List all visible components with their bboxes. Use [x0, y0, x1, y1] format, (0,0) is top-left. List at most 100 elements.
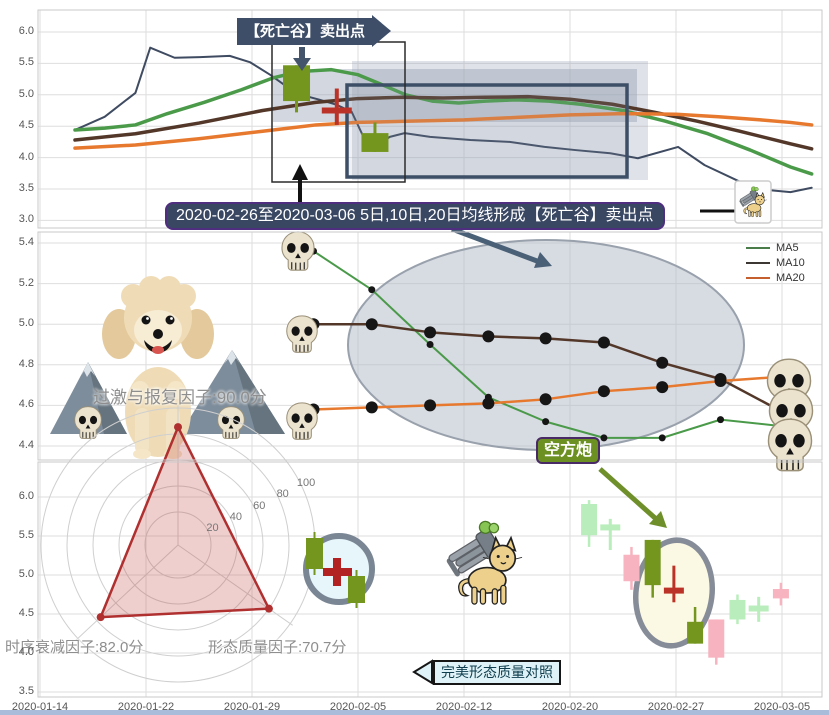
candle-body: [623, 554, 640, 582]
radar-tick: 60: [253, 499, 266, 512]
ma10-point: [597, 336, 610, 349]
y-axis-tick: 4.5: [18, 607, 34, 619]
legend-item: MA20: [746, 271, 805, 285]
ma10-point: [539, 332, 552, 345]
candle-body: [708, 619, 725, 658]
candle-body: [644, 539, 661, 586]
bear-cannon-emblem: [303, 532, 375, 608]
ma10-point: [656, 356, 669, 369]
y-axis-tick: 5.0: [18, 317, 34, 330]
y-axis-tick: 4.5: [18, 119, 34, 132]
bear-cannon-label: 空方炮: [536, 437, 601, 464]
y-axis-tick: 5.0: [18, 568, 34, 580]
ma20-point: [597, 385, 610, 398]
legend-label: MA20: [776, 272, 805, 284]
ma10-line: [73, 94, 814, 151]
legend-label: MA10: [776, 257, 805, 269]
candle-body: [283, 65, 311, 102]
radar-spoke: [75, 544, 179, 641]
price-panel-series: [73, 46, 814, 194]
legend-swatch: [746, 262, 770, 264]
radar-tick: 20: [206, 521, 219, 534]
ma20-point: [482, 397, 495, 410]
radar-tick: 80: [276, 488, 289, 501]
ma5-point: [368, 286, 376, 294]
skull-icon: [767, 418, 813, 472]
bottom-bar: [0, 710, 829, 715]
note-to-ellipse-arrow: [451, 226, 552, 268]
y-axis-tick: 4.0: [18, 150, 34, 163]
candle-body: [772, 589, 789, 599]
y-axis-tick: 5.0: [18, 87, 34, 100]
ma5-point: [542, 418, 550, 426]
radar-spoke: [177, 544, 293, 626]
y-axis-tick: 5.5: [18, 529, 34, 541]
ma20-point: [656, 381, 669, 394]
ma10-point: [365, 318, 378, 331]
y-axis-tick: 6.0: [18, 490, 34, 502]
doji-bar: [663, 587, 684, 594]
doji-bar: [748, 605, 769, 612]
radar-tick: 100: [296, 477, 316, 490]
ma20-line: [73, 111, 814, 150]
panel-border: [37, 231, 823, 461]
perfect-pattern-callout: 完美形态质量对照: [411, 658, 561, 686]
ma10-point: [482, 330, 495, 343]
navy-highlight-rect: [345, 83, 629, 179]
candle-body: [729, 599, 746, 620]
ma5-point: [600, 434, 608, 442]
skull-icon: [286, 402, 318, 440]
y-axis-tick: 4.8: [18, 357, 34, 370]
price-panel-candles: [283, 65, 389, 152]
radar-triangle: [99, 425, 271, 619]
y-axis-tick: 4.4: [18, 439, 34, 451]
ma20-point: [424, 399, 437, 412]
candle-body: [361, 133, 389, 152]
factor-quality-label: 形态质量因子:70.7分: [208, 639, 347, 656]
banner-arrow-right-icon: [372, 15, 392, 47]
radar-tick: 40: [229, 510, 243, 523]
ma20-point: [365, 401, 378, 414]
sell-banner-text: 【死亡谷】卖出点: [237, 17, 374, 45]
ma5-point: [717, 416, 725, 424]
arrow-left-icon: [412, 659, 433, 685]
price-line: [73, 46, 813, 194]
legend-swatch: [746, 247, 770, 249]
mini-cat-card: [734, 180, 772, 224]
y-axis-tick: 3.5: [18, 182, 34, 194]
y-axis-tick: 4.0: [18, 646, 34, 658]
radar-vertex: [174, 423, 182, 432]
y-axis-tick: 3.0: [18, 213, 34, 226]
skull-icon: [286, 315, 318, 353]
radar-vertex: [264, 604, 273, 613]
mountains-illustration: [50, 350, 285, 434]
candle-body: [581, 504, 598, 536]
panel-border: [37, 461, 823, 698]
banner-down-arrow: [293, 47, 311, 71]
ma20-point: [714, 375, 727, 388]
doji-bar: [600, 524, 621, 531]
ma20-point: [539, 393, 552, 406]
cat-gun-illustration: [443, 515, 523, 605]
ma5-point: [658, 434, 666, 442]
factor-overreact-label: 过激与报复因子:90.0分: [93, 388, 267, 407]
legend-item: MA5: [746, 241, 805, 255]
ma10-point: [424, 326, 437, 339]
candle-body: [687, 621, 704, 644]
y-axis-tick: 6.0: [18, 25, 34, 37]
doji-bar: [321, 107, 352, 114]
y-axis-tick: 5.5: [18, 56, 34, 69]
y-axis-tick: 3.5: [18, 685, 34, 697]
factor-decay-label: 时序衰减因子:82.0分: [5, 639, 144, 656]
legend-item: MA10: [746, 256, 805, 270]
perfect-pattern-label: 完美形态质量对照: [433, 659, 561, 685]
y-axis-tick: 4.6: [18, 398, 34, 411]
legend-swatch: [746, 277, 770, 279]
bear-cannon-arrow: [598, 467, 667, 528]
skull-icon: [281, 231, 315, 271]
death-valley-note: 2020-02-26至2020-03-06 5日,10日,20日均线形成【死亡谷…: [165, 202, 665, 230]
ma5-point: [426, 341, 434, 348]
pattern-panel-candles: [581, 500, 789, 665]
